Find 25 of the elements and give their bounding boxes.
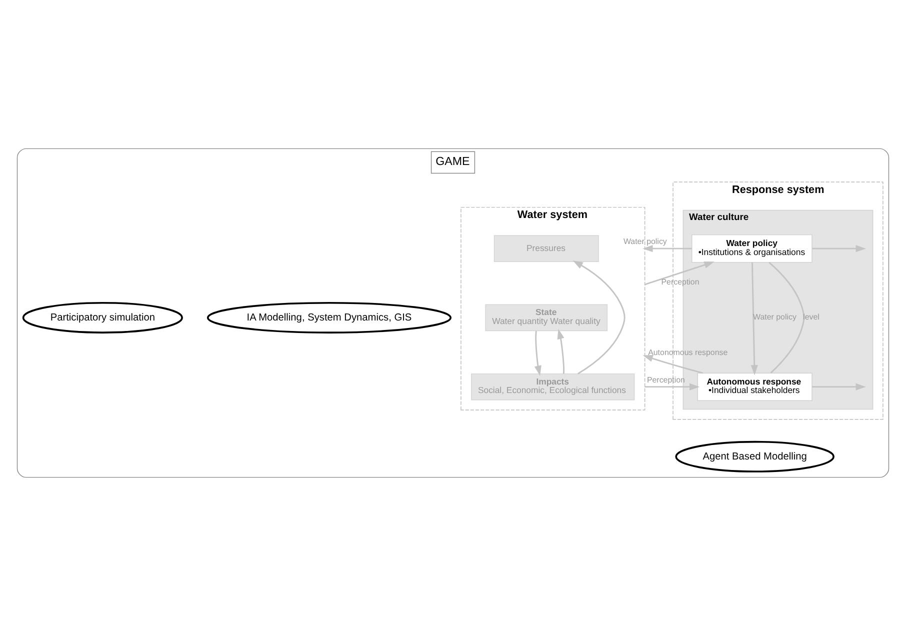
arrow — [642, 355, 704, 374]
connector — [768, 262, 805, 374]
arrow — [812, 383, 866, 390]
node-box: Pressures — [494, 235, 599, 262]
node-ellipse: IA Modelling, System Dynamics, GIS — [206, 302, 452, 334]
node-box: Water policy •Institutions & organisations — [692, 234, 812, 263]
arrow — [812, 245, 866, 252]
arrow — [557, 328, 565, 374]
arrow — [534, 330, 542, 376]
node-box: State Water quantity Water quality — [485, 304, 608, 332]
edge-label: Perception — [646, 375, 685, 384]
edge-label: Water policy — [753, 312, 796, 322]
node-box: Autonomous response •Individual stakeholders — [697, 372, 812, 401]
edge-label: Autonomous response — [648, 348, 728, 357]
node-ellipse: Agent Based Modelling — [675, 440, 834, 472]
edge-label: level — [803, 312, 820, 322]
node-box: Impacts Social, Economic, Ecological functions — [471, 373, 635, 400]
arrow — [644, 261, 714, 286]
arrow — [644, 383, 700, 390]
arrow — [750, 262, 758, 376]
edge-label: Water policy — [623, 237, 667, 246]
node-ellipse: Participatory simulation — [22, 302, 183, 334]
edge-label: Perception — [661, 278, 700, 287]
arrow — [572, 260, 626, 374]
arrow — [642, 245, 692, 252]
